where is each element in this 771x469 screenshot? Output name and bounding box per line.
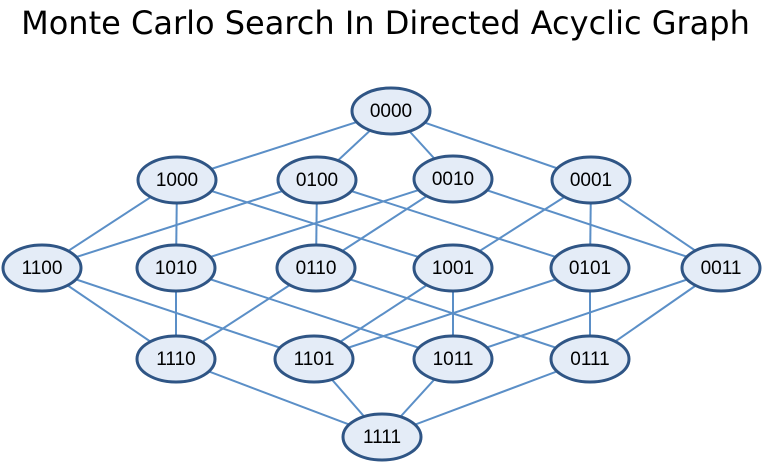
- node-ellipse: [680, 243, 762, 293]
- node-1000: 1000: [136, 155, 218, 205]
- node-ellipse: [350, 86, 432, 136]
- node-label: 1000: [156, 170, 198, 191]
- node-ellipse: [135, 334, 217, 384]
- node-0011: 0011: [680, 243, 762, 293]
- node-ellipse: [1, 243, 83, 293]
- node-label: 0110: [296, 258, 337, 279]
- node-label: 0000: [370, 101, 412, 122]
- node-0110: 0110: [275, 243, 357, 293]
- node-ellipse: [273, 334, 355, 384]
- node-label: 0101: [569, 258, 611, 279]
- edge-0100-0101: [316, 179, 591, 269]
- nodes-layer: 0000 1000 0100 0010 0001 1100 1010 0110 1001 0101…: [1, 86, 762, 462]
- node-label: 1010: [155, 258, 197, 279]
- node-ellipse: [136, 155, 218, 205]
- node-ellipse: [550, 155, 632, 205]
- node-1101: 1101: [273, 334, 355, 384]
- node-0001: 0001: [550, 155, 632, 205]
- node-1001: 1001: [412, 243, 494, 293]
- node-label: 1111: [363, 427, 401, 448]
- node-0000: 0000: [350, 86, 432, 136]
- node-ellipse: [412, 243, 494, 293]
- node-0100: 0100: [276, 155, 358, 205]
- node-label: 0001: [570, 170, 612, 191]
- node-1110: 1110: [135, 334, 217, 384]
- node-ellipse: [549, 243, 631, 293]
- edge-0101-1101: [313, 267, 591, 360]
- node-0010: 0010: [412, 154, 494, 204]
- edge-0010-1010: [175, 178, 454, 269]
- node-ellipse: [341, 412, 423, 462]
- node-label: 1011: [433, 349, 474, 370]
- node-label: 1101: [294, 349, 335, 370]
- edge-1100-1101: [41, 267, 315, 360]
- edge-0010-0011: [452, 178, 722, 269]
- node-ellipse: [412, 154, 494, 204]
- diagram-title: Monte Carlo Search In Directed Acyclic G…: [21, 4, 750, 42]
- node-0111: 0111: [549, 334, 631, 384]
- edge-0011-1011: [452, 267, 722, 360]
- node-ellipse: [275, 243, 357, 293]
- edge-0111-1111: [381, 358, 591, 438]
- node-1011: 1011: [412, 334, 494, 384]
- node-0101: 0101: [549, 243, 631, 293]
- edge-1010-1011: [175, 267, 454, 360]
- node-1100: 1100: [1, 243, 83, 293]
- node-ellipse: [276, 155, 358, 205]
- node-label: 1100: [22, 258, 63, 279]
- node-label: 0011: [701, 258, 742, 279]
- node-ellipse: [549, 334, 631, 384]
- node-1111: 1111: [341, 412, 423, 462]
- node-ellipse: [412, 334, 494, 384]
- edge-0100-1100: [41, 179, 318, 269]
- node-label: 1110: [156, 349, 195, 370]
- node-label: 0010: [432, 169, 474, 190]
- node-label: 0100: [296, 170, 338, 191]
- node-label: 1001: [432, 258, 474, 279]
- node-ellipse: [135, 243, 217, 293]
- node-1010: 1010: [135, 243, 217, 293]
- node-label: 0111: [570, 349, 609, 370]
